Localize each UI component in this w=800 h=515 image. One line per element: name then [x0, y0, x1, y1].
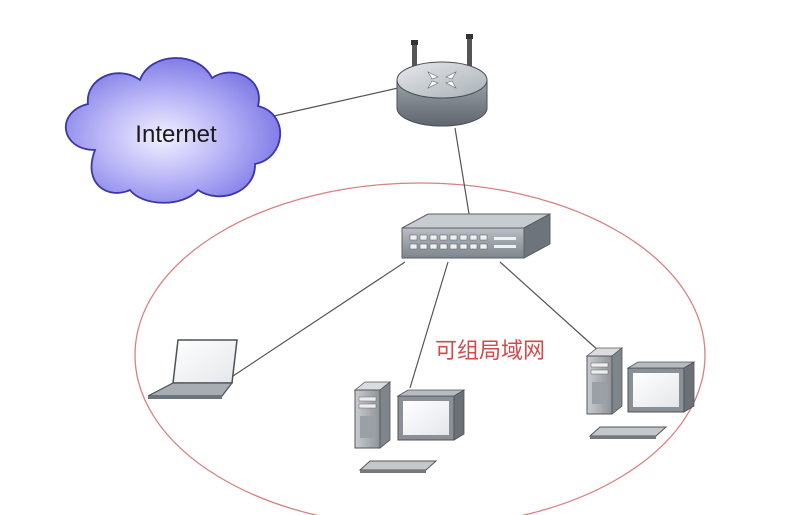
cloud-icon: Internet	[64, 57, 282, 204]
laptop-icon	[147, 339, 238, 399]
cables	[229, 87, 601, 389]
cable-switch-pc-right	[499, 261, 601, 353]
lan-label: 可组局域网	[435, 339, 545, 364]
switch-icon	[401, 213, 551, 259]
cable-cloud-router	[264, 87, 399, 119]
cable-switch-laptop	[229, 261, 406, 379]
desktop-pc-icon	[353, 381, 466, 473]
desktop-pc-icon	[585, 347, 696, 439]
router-icon	[396, 34, 488, 127]
lan-boundary	[134, 182, 706, 515]
cloud-label: Internet	[135, 121, 217, 148]
cable-router-switch	[454, 127, 471, 221]
cable-switch-pc-center	[409, 261, 449, 389]
